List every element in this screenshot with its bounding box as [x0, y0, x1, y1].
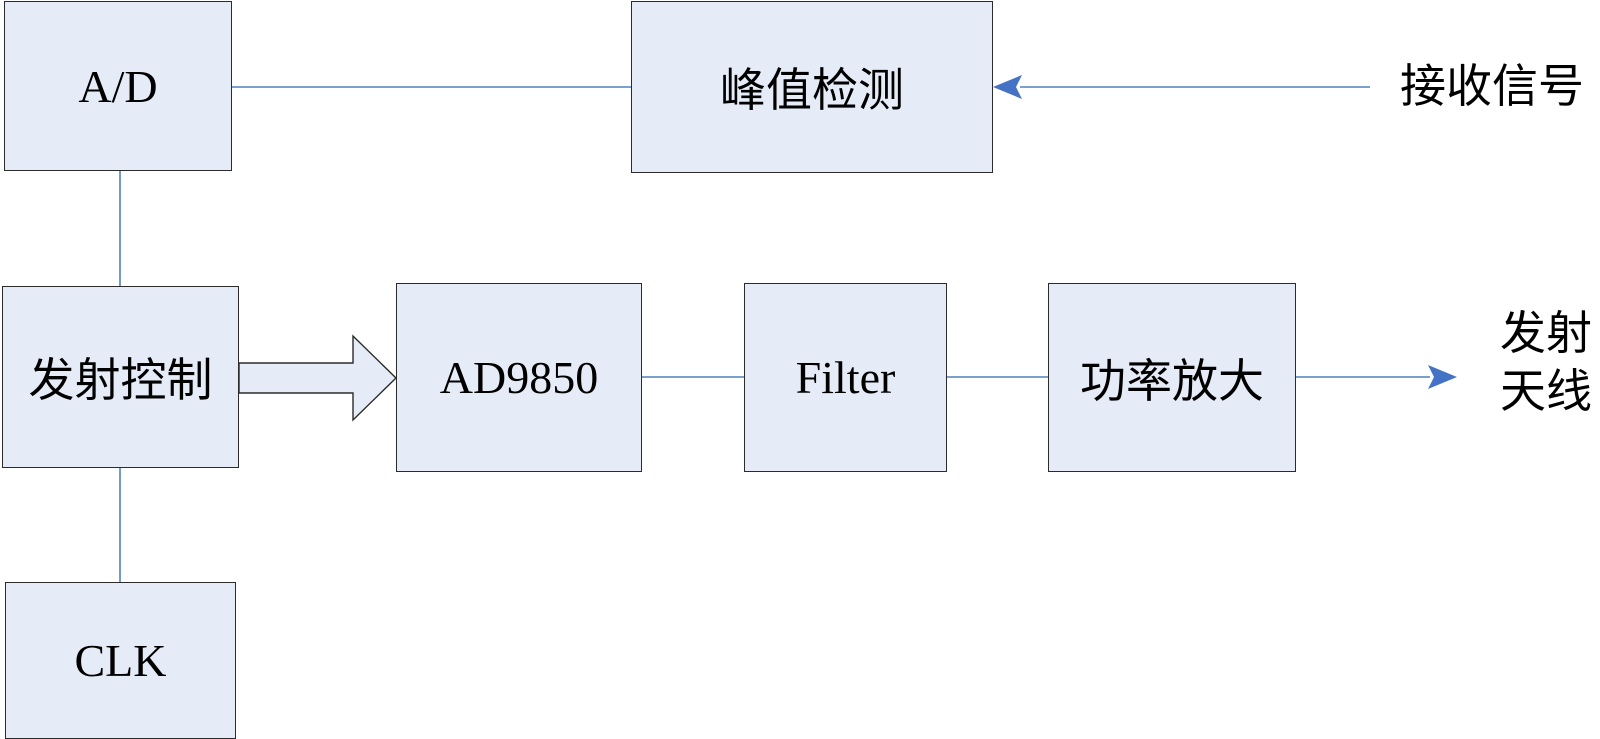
power-amp-label: 功率放大: [1080, 355, 1264, 407]
tx-control-label: 发射控制: [28, 355, 213, 406]
tx-antenna-line2: 天线: [1500, 366, 1592, 417]
rx-signal-label: 接收信号: [1400, 61, 1584, 112]
filter-block: Filter: [744, 283, 947, 472]
peak-detect-label: 峰值检测: [720, 65, 904, 116]
block-arrow-control-dds: [238, 334, 398, 422]
clk-label: CLK: [74, 635, 167, 686]
dds-label: AD9850: [439, 352, 599, 403]
tx-control-block: 发射控制: [2, 286, 239, 468]
ad-converter-block: A/D: [4, 1, 232, 171]
peak-detect-block: 峰值检测: [631, 1, 993, 173]
power-amp-block: 功率放大: [1048, 283, 1296, 472]
filter-label: Filter: [795, 352, 896, 403]
arrowhead-rx: [993, 75, 1022, 99]
tx-antenna-label: 发射 天线: [1500, 305, 1592, 421]
dds-block: AD9850: [396, 283, 642, 472]
arrowhead-tx: [1428, 365, 1457, 389]
clk-block: CLK: [5, 582, 236, 739]
tx-antenna-line1: 发射: [1500, 308, 1592, 359]
ad-converter-label: A/D: [78, 60, 158, 112]
